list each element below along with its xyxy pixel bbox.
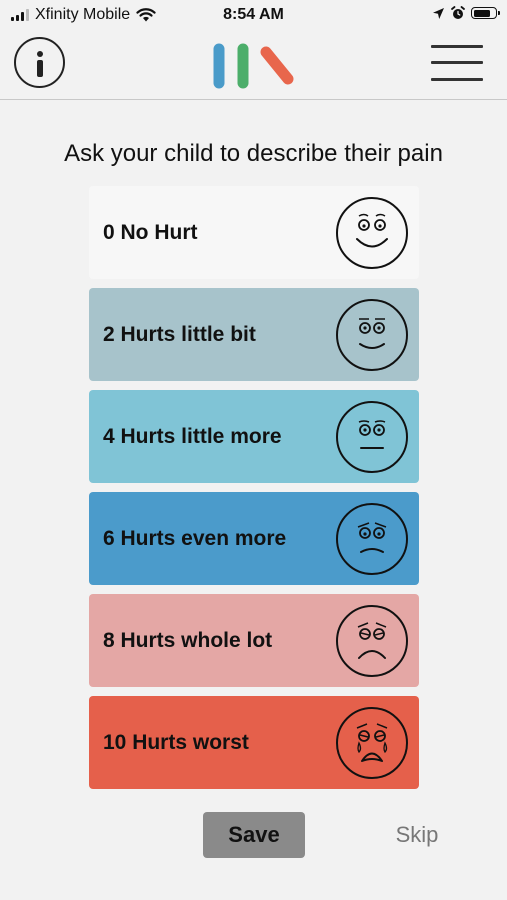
location-arrow-icon <box>433 7 444 19</box>
info-button[interactable] <box>14 37 65 88</box>
crying-face-icon <box>336 707 408 779</box>
page-prompt: Ask your child to describe their pain <box>64 140 443 167</box>
pain-option-label: 10 Hurts worst <box>103 731 249 754</box>
status-bar: Xfinity Mobile 8:54 AM <box>0 0 507 30</box>
pain-option-label: 4 Hurts little more <box>103 425 282 448</box>
pain-option-label: 0 No Hurt <box>103 221 198 244</box>
app-header <box>0 30 507 100</box>
pain-option-10[interactable]: 10 Hurts worst <box>89 696 419 789</box>
carrier-name: Xfinity Mobile <box>35 6 131 23</box>
wifi-icon <box>136 8 156 22</box>
neutral-face-icon <box>336 401 408 473</box>
sad-face-icon <box>336 605 408 677</box>
battery-fill <box>473 9 491 17</box>
save-button[interactable]: Save <box>203 812 305 858</box>
menu-button[interactable] <box>431 40 483 86</box>
pain-option-4[interactable]: 4 Hurts little more <box>89 390 419 483</box>
pain-option-label: 2 Hurts little bit <box>103 323 256 346</box>
worried-face-icon <box>336 503 408 575</box>
skip-button[interactable]: Skip <box>395 822 439 847</box>
battery-icon <box>471 7 500 19</box>
cellular-signal-icon <box>11 9 29 21</box>
pain-option-8[interactable]: 8 Hurts whole lot <box>89 594 419 687</box>
pain-scale-list: 0 No Hurt 2 Hurts little bit 4 Hurts lit… <box>89 186 419 798</box>
status-icons <box>432 6 500 20</box>
carrier-info: Xfinity Mobile <box>11 6 156 24</box>
status-time: 8:54 AM <box>223 6 284 23</box>
alarm-clock-icon <box>451 6 465 19</box>
slightly-smiling-face-icon <box>336 299 408 371</box>
pain-option-label: 8 Hurts whole lot <box>103 629 273 652</box>
pain-option-label: 6 Hurts even more <box>103 527 287 550</box>
pain-option-0[interactable]: 0 No Hurt <box>89 186 419 279</box>
pain-option-6[interactable]: 6 Hurts even more <box>89 492 419 585</box>
app-logo <box>213 43 294 89</box>
pain-option-2[interactable]: 2 Hurts little bit <box>89 288 419 381</box>
smiling-face-icon <box>336 197 408 269</box>
